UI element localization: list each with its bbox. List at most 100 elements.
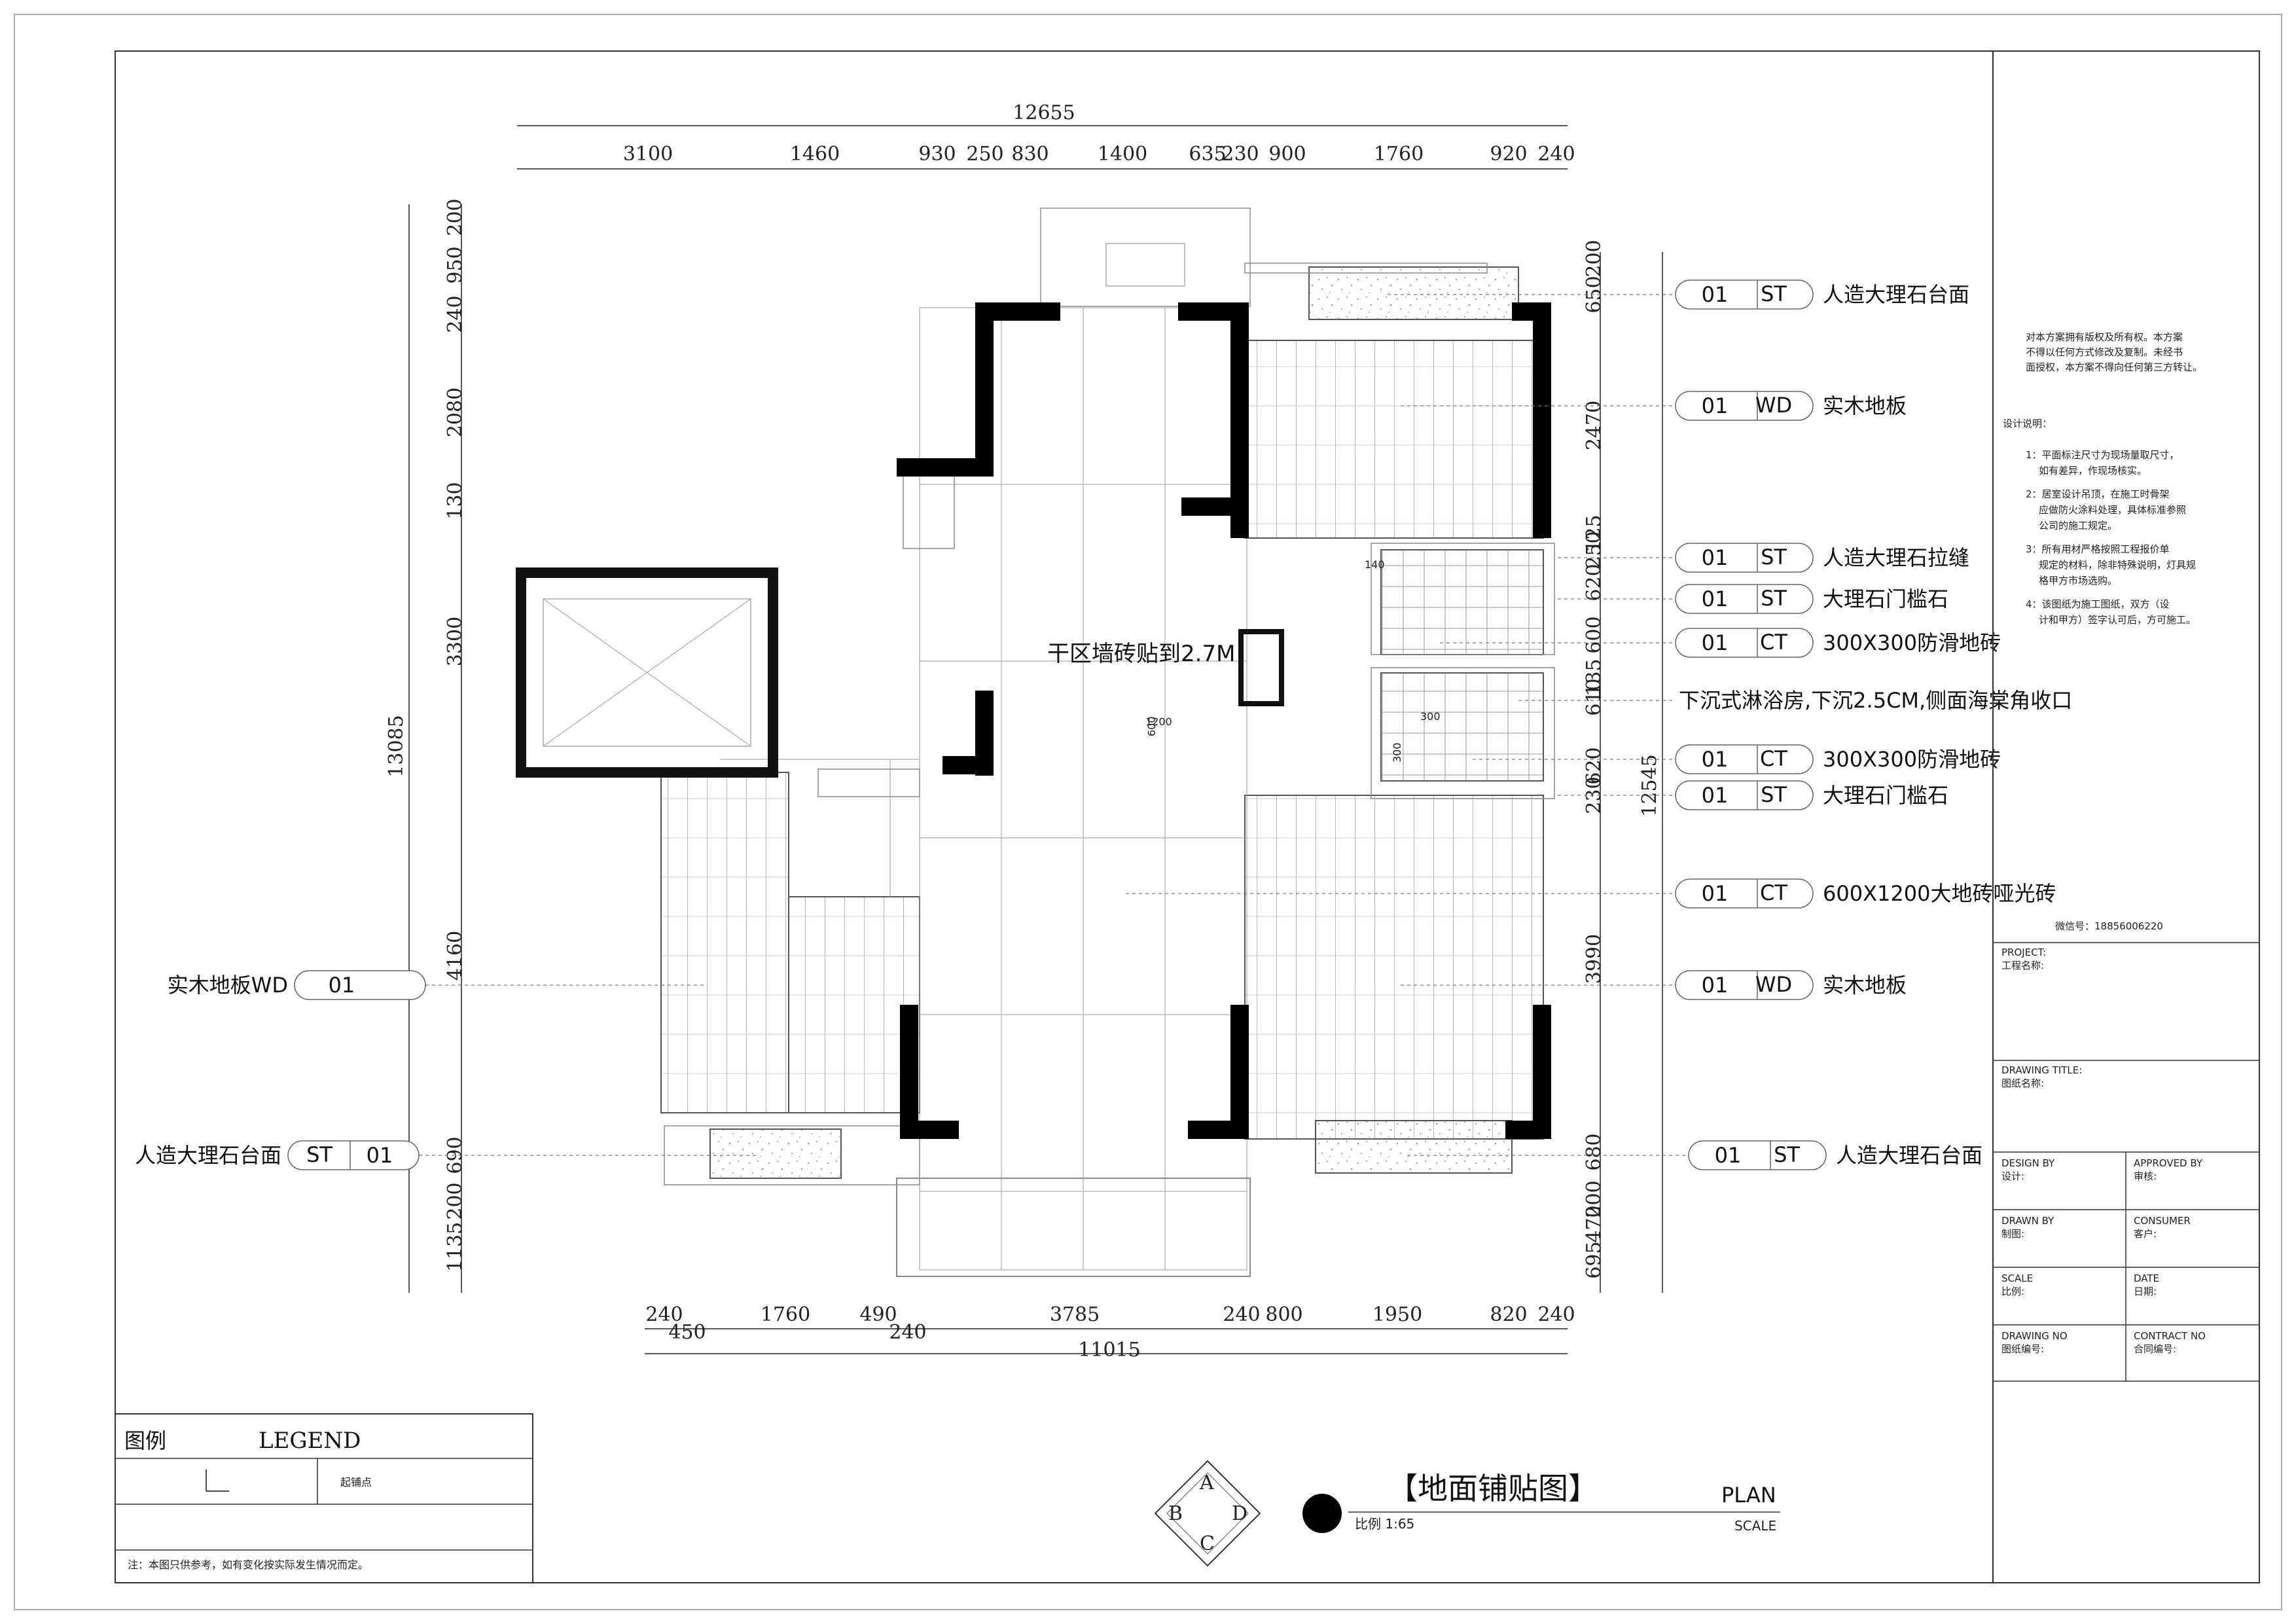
leader-lines	[380, 294, 1689, 1156]
left-dim: 2080	[444, 388, 467, 437]
svg-text:DRAWING TITLE:: DRAWING TITLE:	[2001, 1064, 2082, 1076]
legend-title-cn: 图例	[124, 1428, 166, 1453]
svg-text:DRAWN BY: DRAWN BY	[2001, 1215, 2054, 1227]
svg-text:人造大理石拉缝: 人造大理石拉缝	[1823, 545, 1969, 570]
svg-text:格甲方市场选购。: 格甲方市场选购。	[2039, 575, 2117, 586]
left-dim: 950	[444, 246, 467, 283]
bedroom-left-wood-floor	[660, 772, 789, 1113]
left-dim: 3300	[444, 617, 467, 666]
svg-text:实木地板: 实木地板	[1823, 393, 1907, 418]
bottom-dim: 800	[1265, 1303, 1302, 1326]
legend-note: 注：本图只供参考，如有变化按实际发生情况而定。	[128, 1559, 368, 1571]
bottom-dim: 1950	[1372, 1303, 1422, 1326]
svg-text:01: 01	[1702, 881, 1729, 906]
svg-text:审核:: 审核:	[2134, 1170, 2157, 1182]
svg-text:公司的施工规定。: 公司的施工规定。	[2039, 520, 2117, 532]
svg-text:DESIGN BY: DESIGN BY	[2001, 1157, 2055, 1169]
svg-text:B: B	[1168, 1502, 1183, 1525]
svg-text:A: A	[1199, 1471, 1214, 1494]
svg-text:01: 01	[1702, 393, 1729, 418]
svg-text:人造大理石台面: 人造大理石台面	[1823, 282, 1969, 307]
wechat-id: 微信号：18856006220	[2055, 920, 2163, 932]
svg-text:合同编号:: 合同编号:	[2134, 1343, 2176, 1355]
bath-dim-300: 300	[1420, 710, 1441, 723]
right-dim: 125	[1583, 514, 1605, 552]
svg-text:300X300防滑地砖: 300X300防滑地砖	[1823, 630, 2001, 655]
svg-text:D: D	[1232, 1502, 1247, 1525]
svg-text:1：平面标注尺寸为现场量取尺寸，: 1：平面标注尺寸为现场量取尺寸，	[2026, 449, 2179, 461]
right-total-dim: 12545	[1638, 754, 1661, 816]
svg-text:ST: ST	[1761, 586, 1787, 611]
svg-text:C: C	[1200, 1532, 1215, 1555]
svg-text:01: 01	[1702, 282, 1729, 307]
right-dim: 620	[1583, 564, 1605, 601]
top-dim: 830	[1011, 143, 1049, 166]
top-dim: 250	[966, 143, 1003, 166]
bath-top-tiles	[1380, 549, 1544, 655]
right-dim: 695	[1583, 1241, 1605, 1278]
right-dim: 200	[1583, 1180, 1605, 1218]
svg-text:设计说明：: 设计说明：	[2003, 418, 2052, 429]
bottom-balcony	[896, 1178, 1251, 1277]
right-dim: 250	[1583, 531, 1605, 568]
svg-text:600X1200大地砖哑光砖: 600X1200大地砖哑光砖	[1823, 881, 2056, 906]
svg-text:工程名称:: 工程名称:	[2001, 960, 2044, 971]
right-dim: 200	[1583, 240, 1605, 277]
structural-walls	[897, 302, 1551, 1139]
plan-title-en: PLAN	[1721, 1483, 1776, 1507]
top-total-dim: 12655	[1013, 101, 1075, 124]
svg-text:01: 01	[329, 973, 355, 998]
top-dim: 900	[1268, 143, 1306, 166]
svg-text:CT: CT	[1760, 746, 1787, 771]
right-dim: 470	[1583, 1205, 1605, 1242]
plan-drawing	[516, 208, 1555, 1277]
svg-text:4：该图纸为施工图纸，双方（设: 4：该图纸为施工图纸，双方（设	[2026, 598, 2170, 610]
bottom-dim: 490	[859, 1303, 897, 1326]
svg-text:图纸名称:: 图纸名称:	[2001, 1077, 2044, 1089]
start-point-icon	[206, 1470, 229, 1492]
top-dim: 635	[1189, 143, 1226, 166]
counter-bottom-right	[1315, 1120, 1513, 1174]
svg-text:下沉式淋浴房,下沉2.5CM,侧面海棠角收口: 下沉式淋浴房,下沉2.5CM,侧面海棠角收口	[1679, 688, 2072, 713]
top-dim: 230	[1221, 143, 1259, 166]
left-dim: 1135	[444, 1222, 467, 1272]
right-dim: 680	[1583, 1133, 1605, 1170]
svg-text:制图:: 制图:	[2001, 1228, 2024, 1240]
top-dim: 1460	[790, 143, 840, 166]
right-dim: 610	[1583, 678, 1605, 715]
left-dim: 200	[444, 1182, 467, 1219]
dimensions	[408, 125, 1663, 1354]
top-dim: 920	[1490, 143, 1527, 166]
svg-text:规定的材料，除非特殊说明，灯具规: 规定的材料，除非特殊说明，灯具规	[2039, 559, 2196, 571]
svg-text:计和甲方）签字认可后，方可施工。: 计和甲方）签字认可后，方可施工。	[2039, 614, 2196, 626]
top-dim: 3100	[623, 143, 673, 166]
bottom-dim: 450	[668, 1321, 706, 1344]
bedroom-left-wood-floor-2	[788, 896, 920, 1113]
svg-text:日期:: 日期:	[2134, 1286, 2157, 1297]
svg-text:对本方案拥有版权及所有权。本方案: 对本方案拥有版权及所有权。本方案	[2026, 331, 2183, 343]
svg-text:01: 01	[1702, 630, 1729, 655]
svg-text:3：所有用材严格按照工程报价单: 3：所有用材严格按照工程报价单	[2026, 543, 2170, 555]
bedroom-top-wood-floor	[1244, 340, 1544, 539]
sheet-inner-border	[115, 50, 2260, 1583]
svg-text:01: 01	[1702, 973, 1729, 998]
svg-text:SCALE: SCALE	[2001, 1272, 2033, 1284]
left-dim: 4160	[444, 931, 467, 981]
material-tag: 下沉式淋浴房,下沉2.5CM,侧面海棠角收口	[1679, 688, 2072, 713]
left-dim: 130	[444, 482, 467, 519]
bath-bottom-tiles	[1380, 672, 1544, 782]
center-note: 干区墙砖贴到2.7M	[1047, 641, 1235, 667]
top-dim: 1760	[1374, 143, 1424, 166]
svg-text:如有差异，作现场核实。: 如有差异，作现场核实。	[2039, 465, 2147, 477]
svg-text:APPROVED BY: APPROVED BY	[2134, 1157, 2203, 1169]
svg-text:PROJECT:: PROJECT:	[2001, 947, 2046, 958]
plan-scale-en: SCALE	[1734, 1518, 1776, 1534]
svg-text:WD: WD	[1755, 972, 1792, 997]
